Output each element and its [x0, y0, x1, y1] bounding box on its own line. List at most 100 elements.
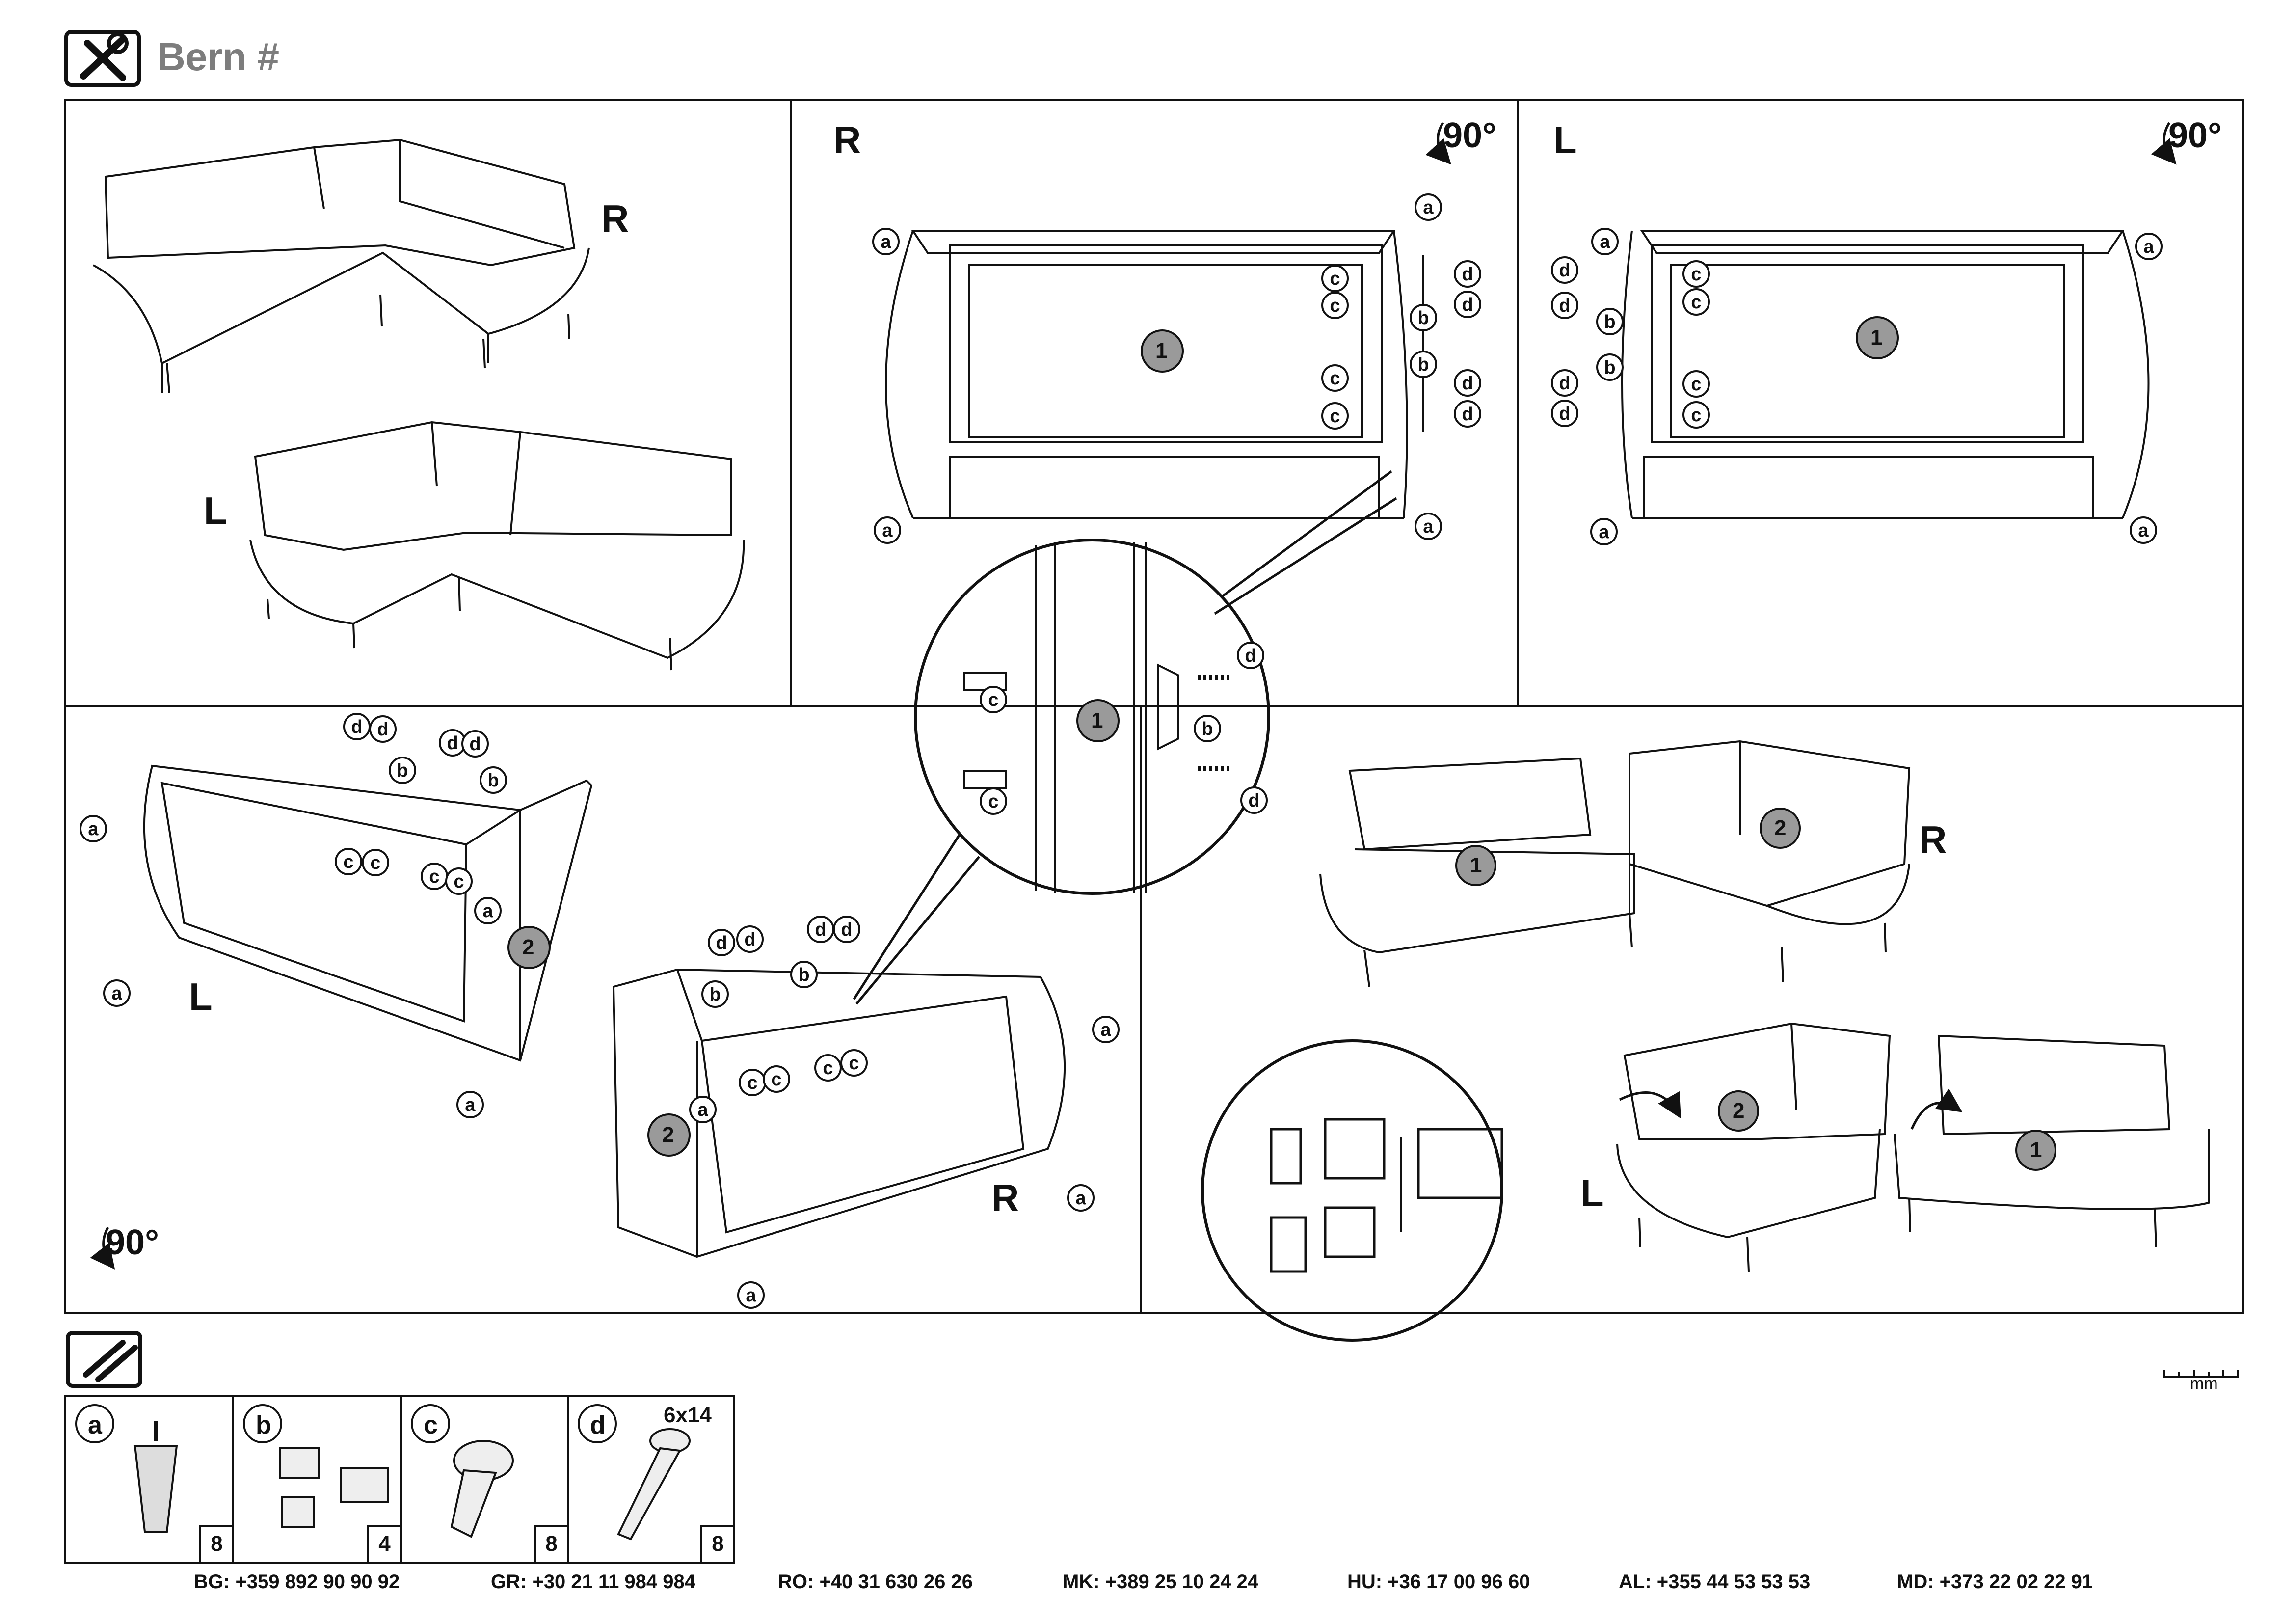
svg-text:c: c [429, 866, 439, 887]
svg-text:a: a [881, 232, 891, 252]
svg-text:d: d [377, 719, 388, 740]
svg-text:c: c [343, 852, 353, 872]
right-frame-label: R [833, 118, 861, 162]
svg-text:a: a [1423, 516, 1434, 537]
svg-text:a: a [746, 1285, 756, 1306]
final-seat-1-upper: 1 [1470, 853, 1482, 877]
right-frame-rotation: 90° [1443, 116, 1496, 155]
detail-magnifier [853, 470, 1397, 1005]
svg-text:d: d [1462, 295, 1473, 315]
svg-text:c: c [747, 1073, 757, 1093]
svg-text:d: d [1462, 264, 1473, 285]
part-c-code: c [424, 1411, 438, 1439]
svg-text:d: d [1559, 404, 1570, 424]
part-c-qty: 8 [545, 1532, 558, 1556]
svg-text:c: c [1330, 406, 1340, 427]
svg-text:c: c [1691, 292, 1701, 313]
svg-text:c: c [370, 853, 380, 873]
svg-text:a: a [2143, 237, 2154, 257]
svg-text:c: c [1691, 405, 1701, 426]
final-seat-2-lower: 2 [1733, 1099, 1745, 1123]
connector-magnifier [1201, 1039, 1503, 1342]
svg-text:a: a [88, 819, 99, 839]
contact-mk: MK: +389 25 10 24 24 [1063, 1571, 1259, 1593]
svg-text:d: d [744, 929, 755, 950]
svg-text:d: d [1462, 404, 1473, 425]
left-frame-drawing [1621, 230, 2150, 519]
svg-text:d: d [1248, 790, 1259, 811]
svg-text:d: d [1559, 296, 1570, 316]
panel-number-badges [507, 316, 2056, 1171]
svg-text:b: b [1604, 312, 1615, 332]
assembly-label-l: L [189, 975, 213, 1018]
final-label-l: L [1580, 1171, 1604, 1215]
svg-text:b: b [1417, 308, 1429, 328]
svg-text:d: d [447, 733, 458, 754]
overview-sofa-r [93, 138, 590, 393]
svg-text:d: d [351, 717, 362, 737]
svg-text:b: b [1604, 357, 1615, 378]
svg-text:c: c [823, 1058, 833, 1079]
svg-text:b: b [397, 760, 408, 781]
svg-text:d: d [1559, 260, 1570, 281]
svg-text:a: a [111, 983, 122, 1004]
final-seat-2-upper: 2 [1774, 816, 1787, 840]
assembly-rotation: 90° [106, 1223, 159, 1262]
callout-bcd [335, 256, 1710, 1096]
svg-text:c: c [849, 1053, 859, 1074]
connector-plate-icon [279, 1447, 389, 1528]
svg-text:a: a [1423, 197, 1434, 218]
svg-text:d: d [841, 920, 852, 940]
detail-panel-no: 1 [1091, 708, 1103, 732]
left-frame-panel-no: 1 [1870, 325, 1883, 350]
svg-text:d: d [1462, 373, 1473, 394]
contact-ro: RO: +40 31 630 26 26 [778, 1571, 973, 1593]
perspective-frame-r [612, 968, 1066, 1258]
product-title: Bern # [157, 35, 279, 79]
part-d-spec: 6x14 [664, 1403, 712, 1427]
overview-label-l: L [204, 489, 227, 532]
final-sofa-r [1319, 740, 1911, 987]
part-d-code: d [590, 1411, 606, 1439]
svg-text:b: b [1417, 354, 1429, 375]
svg-text:c: c [1330, 368, 1340, 389]
part-a-code: a [88, 1411, 102, 1439]
svg-text:c: c [771, 1069, 781, 1090]
overview-label-r: R [601, 197, 629, 240]
tools-icon [64, 30, 141, 87]
svg-text:c: c [988, 791, 998, 812]
ruler-icon [2163, 1370, 2239, 1378]
perspective-frame-l [143, 764, 593, 1062]
overview-sofa-l [249, 421, 745, 671]
svg-text:d: d [469, 734, 481, 755]
svg-text:c: c [1330, 296, 1340, 316]
leg-icon [133, 1421, 178, 1533]
left-frame-label: L [1553, 118, 1577, 162]
svg-text:d: d [815, 920, 826, 940]
svg-text:d: d [1559, 373, 1570, 394]
assembly-panel-no-l: 2 [522, 935, 534, 959]
contact-hu: HU: +36 17 00 96 60 [1347, 1571, 1530, 1593]
svg-text:c: c [454, 871, 464, 892]
part-b-code: b [256, 1411, 271, 1439]
svg-text:a: a [1600, 232, 1610, 252]
svg-text:c: c [1691, 264, 1701, 285]
rotation-arrows [90, 122, 2177, 1270]
contact-bg: BG: +359 892 90 90 92 [194, 1571, 400, 1593]
assembly-panel-no-r: 2 [662, 1123, 674, 1147]
callout-a [80, 193, 2163, 1309]
screw-icon [617, 1428, 691, 1541]
final-label-r: R [1919, 818, 1947, 861]
svg-text:d: d [716, 933, 727, 953]
cam-bolt-icon [450, 1440, 514, 1538]
svg-text:c: c [988, 690, 998, 710]
svg-text:c: c [1691, 374, 1701, 395]
svg-text:b: b [487, 770, 499, 791]
contact-md: MD: +373 22 02 22 91 [1897, 1571, 2093, 1593]
part-b-qty: 4 [378, 1532, 391, 1556]
ruler-unit: mm [2190, 1375, 2218, 1393]
svg-text:a: a [1599, 522, 1609, 542]
main-frame [64, 99, 2244, 1314]
assembly-label-r: R [991, 1176, 1019, 1219]
